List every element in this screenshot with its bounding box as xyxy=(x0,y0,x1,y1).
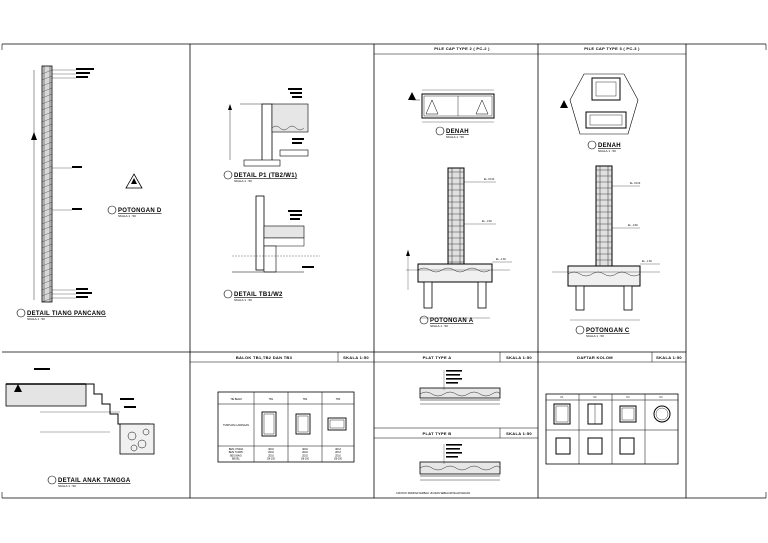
header-plat-a-scale: SKALA 1:50 xyxy=(506,355,532,360)
header-balok-scale: SKALA 1:50 xyxy=(343,355,369,360)
kolom-header-3: K4 xyxy=(660,396,664,399)
pc3-level-top: EL. ±0.00 xyxy=(630,182,641,185)
balok-cell: 2D10 xyxy=(268,454,274,457)
anak-tangga-marker-icon xyxy=(47,475,57,485)
balok-header-3: TB3 xyxy=(336,398,341,401)
balok-cell: D8-200 xyxy=(334,458,343,461)
detail-p1-title: DETAIL P1 (TB2/W1) xyxy=(234,173,297,179)
balok-cell: D8-150 xyxy=(301,458,310,461)
balok-header-2: TB2 xyxy=(303,398,308,401)
pc2-section-drawing xyxy=(406,167,512,319)
balok-cell: 2D16 xyxy=(268,451,274,454)
header-plat-a: PLAT TYPE A xyxy=(423,355,452,360)
detail-tiang-pancang-scale: SKALA 1 : 50 xyxy=(27,317,45,321)
balok-header-0: TIE BEAM xyxy=(230,398,241,401)
pc2-denah-marker-icon xyxy=(435,126,445,136)
balok-cell: 2D10 xyxy=(302,454,308,457)
balok-cell: 2D13 xyxy=(335,451,341,454)
potongan-c-marker-icon xyxy=(575,325,585,335)
kolom-table xyxy=(545,393,679,465)
sheet-frame xyxy=(2,43,766,499)
balok-header-1: TB1 xyxy=(269,398,274,401)
header-pile-cap-2: PILE CAP TYPE 2 ( PC-2 ) xyxy=(434,46,490,51)
pile-detail-drawing xyxy=(31,65,94,303)
balok-cell: 2D16 xyxy=(302,451,308,454)
kolom-header-2: K3 xyxy=(627,396,631,399)
header-balok: BALOK TB1,TB2 DAN TB3 xyxy=(236,355,293,360)
balok-cell: 2D10 xyxy=(335,454,341,457)
pc2-denah-scale: SKALA 1 : 50 xyxy=(446,135,464,139)
potongan-a-title: POTONGAN A xyxy=(430,318,474,324)
plat-b-drawing xyxy=(419,444,501,481)
detail-tb1-title: DETAIL TB1/W2 xyxy=(234,292,283,298)
balok-cell: BESI UTAMA xyxy=(229,448,244,451)
corner-marks xyxy=(1,44,767,498)
stairs-detail-drawing xyxy=(5,368,155,455)
header-pile-cap-3: PILE CAP TYPE 3 ( PC-3 ) xyxy=(584,46,640,51)
north-arrow-icon xyxy=(125,173,143,189)
potongan-d-scale: SKALA 1 : 50 xyxy=(118,214,136,218)
pc3-denah-marker-icon xyxy=(587,140,597,150)
balok-cell: BEGEL xyxy=(232,458,241,461)
detail-tb1-scale: SKALA 1 : 50 xyxy=(234,298,252,302)
balok-cell: 4D16 xyxy=(302,448,308,451)
plat-a-drawing xyxy=(419,370,501,405)
detail-p1-marker-icon xyxy=(223,170,233,180)
pc2-level-low: EL. -1.60 xyxy=(496,258,506,261)
balok-cell: 4D13 xyxy=(335,448,341,451)
detail-p1-drawing xyxy=(228,88,309,167)
header-plat-b-scale: SKALA 1:50 xyxy=(506,431,532,436)
potongan-c-scale: SKALA 1 : 50 xyxy=(586,334,604,338)
pc3-denah-scale: SKALA 1 : 50 xyxy=(598,149,616,153)
kolom-header-1: K2 xyxy=(594,396,598,399)
pc3-level-low: EL. -1.60 xyxy=(642,260,652,263)
detail-tb1-drawing xyxy=(232,195,320,273)
sheet-note: CATATAN: PERIKSA KEMBALI UKURAN SEBELUM … xyxy=(396,492,470,495)
detail-marker-icon xyxy=(16,308,26,318)
pc2-level-top: EL. ±0.00 xyxy=(484,178,495,181)
header-kolom-scale: SKALA 1:50 xyxy=(656,355,682,360)
balok-row-label: TUMPUAN/ LAPANGAN xyxy=(223,424,249,427)
pc3-level-mid: EL. -0.60 xyxy=(628,224,638,227)
anak-tangga-scale: SKALA 1 : 50 xyxy=(58,484,76,488)
pc3-section-drawing xyxy=(552,165,660,321)
balok-cell: D8-150 xyxy=(267,458,276,461)
pc3-denah-title: DENAH xyxy=(598,143,621,149)
pc2-level-mid: EL. -0.60 xyxy=(482,220,492,223)
potongan-a-scale: SKALA 1 : 50 xyxy=(430,324,448,328)
balok-cell: BESI TUMPU xyxy=(229,451,244,454)
potongan-d-title: POTONGAN D xyxy=(118,208,162,214)
balok-table xyxy=(217,391,355,463)
pc2-plan-drawing xyxy=(408,89,495,123)
header-plat-b: PLAT TYPE B xyxy=(422,431,451,436)
pc2-denah-title: DENAH xyxy=(446,129,469,135)
detail-tb1-marker-icon xyxy=(223,289,233,299)
detail-tiang-pancang-title: DETAIL TIANG PANCANG xyxy=(27,311,106,317)
potongan-a-marker-icon xyxy=(419,315,429,325)
header-kolom: DAFTAR KOLOM xyxy=(577,355,613,360)
balok-cell: 4D16 xyxy=(268,448,274,451)
anak-tangga-title: DETAIL ANAK TANGGA xyxy=(58,478,131,484)
balok-cell: BESI BAGI xyxy=(230,454,242,457)
detail-p1-scale: SKALA 1 : 50 xyxy=(234,179,252,183)
kolom-header-0: K1 xyxy=(561,396,565,399)
potongan-c-title: POTONGAN C xyxy=(586,328,630,334)
section-marker-icon xyxy=(107,205,117,215)
pc3-plan-drawing xyxy=(560,73,639,135)
